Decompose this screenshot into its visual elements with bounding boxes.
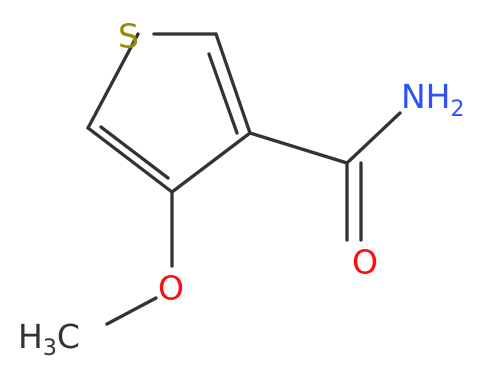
methyl-subscript: 3	[43, 336, 57, 361]
amide-nitrogen-subscript: 2	[451, 97, 465, 122]
sulfur-label: S	[118, 17, 139, 56]
bond-carbonyl-n	[345, 111, 402, 165]
ether-oxygen-label: O	[158, 269, 184, 308]
bond-c3-c2-inner	[99, 125, 170, 180]
bond-c5-c4-inner	[207, 52, 239, 135]
bond-s-c2	[86, 32, 140, 130]
bond-o-ch3	[105, 296, 158, 326]
atom-labels: S NH2 O O H3C	[18, 17, 465, 361]
bond-c4-c3	[170, 131, 252, 194]
amide-nitrogen-label: NH2	[401, 77, 465, 122]
bond-c4-carbonyl	[248, 131, 349, 165]
amide-nitrogen-text: NH	[401, 77, 451, 116]
bond-c5-c4	[214, 32, 252, 135]
carbonyl-oxygen-label: O	[352, 243, 378, 282]
methyl-label: H3C	[18, 317, 80, 361]
methyl-prefix: H	[18, 317, 43, 356]
bonds	[86, 32, 402, 326]
bond-c3-c2	[86, 126, 174, 194]
methyl-suffix: C	[57, 317, 80, 356]
